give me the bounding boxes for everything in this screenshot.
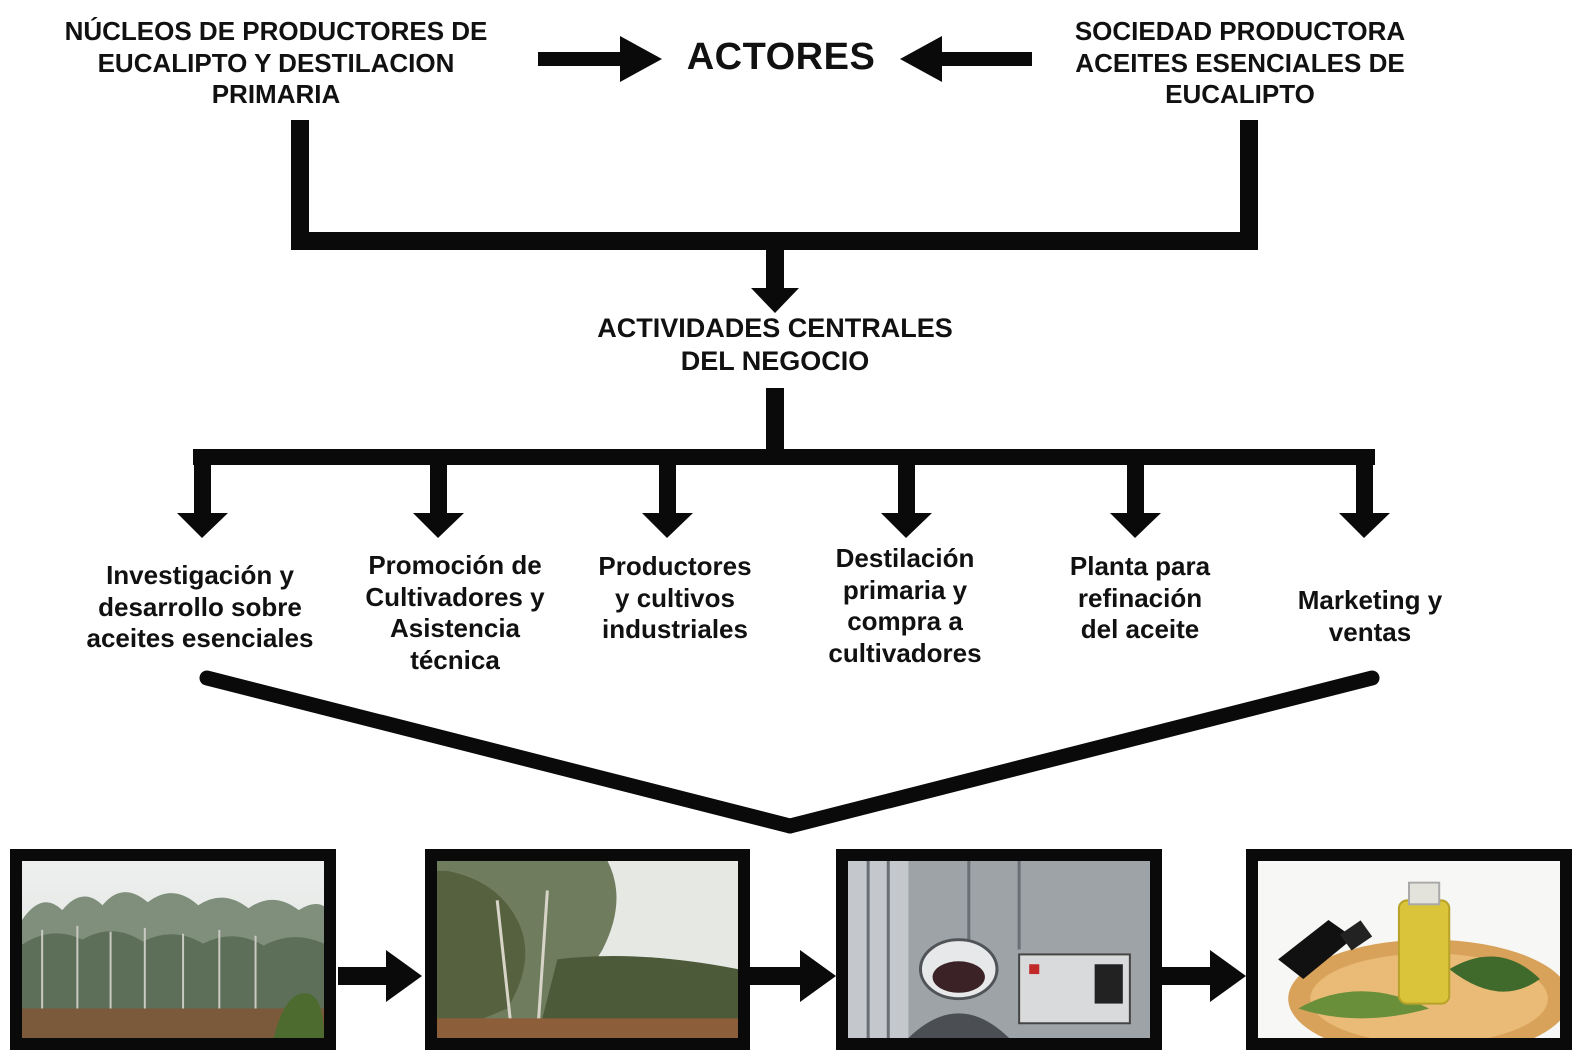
- core-activities-label: ACTIVIDADES CENTRALES DEL NEGOCIO: [597, 313, 953, 376]
- arrow-head-down-1: [177, 513, 228, 538]
- arrow-shaft-left-to-title: [538, 52, 624, 66]
- drop-6: [1356, 449, 1373, 515]
- connector-left-vertical: [291, 120, 309, 248]
- actor-right-label: SOCIEDAD PRODUCTORA ACEITES ESENCIALES D…: [1074, 16, 1406, 110]
- funnel-line-right: [782, 670, 1380, 834]
- eucalyptus-forest-photo: [10, 849, 336, 1050]
- photo-arrow-shaft-2: [750, 967, 802, 985]
- activity-label-1: Investigación y desarrollo sobre aceites…: [86, 560, 314, 654]
- activity-label-2: Promoción de Cultivadores y Asistencia t…: [365, 550, 545, 676]
- funnel-line-left: [199, 670, 798, 834]
- activity-label-5: Planta para refinación del aceite: [1069, 551, 1211, 645]
- photo-arrow-head-1: [386, 950, 422, 1002]
- activity-label-3: Productores y cultivos industriales: [598, 551, 752, 645]
- arrow-head-down-3: [642, 513, 693, 538]
- connector-right-vertical: [1240, 120, 1258, 248]
- arrow-head-down-core: [751, 288, 799, 313]
- arrow-shaft-right-to-title: [940, 52, 1032, 66]
- photo-arrow-shaft-3: [1162, 967, 1212, 985]
- essential-oil-bottle-photo: [1246, 849, 1572, 1050]
- photo-arrow-head-2: [800, 950, 836, 1002]
- distillation-lab-photo: [836, 849, 1162, 1050]
- arrow-head-down-4: [881, 513, 932, 538]
- connector-horizontal-top: [291, 232, 1258, 250]
- actor-left-label: NÚCLEOS DE PRODUCTORES DE EUCALIPTO Y DE…: [64, 16, 488, 110]
- drop-1: [194, 449, 211, 515]
- drop-2: [430, 449, 447, 515]
- activity-label-4: Destilación primaria y compra a cultivad…: [828, 543, 982, 669]
- photo-arrow-head-3: [1210, 950, 1246, 1002]
- connector-center-down: [766, 250, 784, 290]
- arrow-head-left: [900, 36, 942, 82]
- drop-3: [659, 449, 676, 515]
- photo-arrow-shaft-1: [338, 967, 388, 985]
- drop-4: [898, 449, 915, 515]
- activity-label-6: Marketing y ventas: [1297, 585, 1443, 647]
- connector-core-down: [766, 388, 784, 454]
- arrow-head-down-2: [413, 513, 464, 538]
- connector-branch-horizontal: [193, 449, 1375, 465]
- arrow-head-down-5: [1110, 513, 1161, 538]
- eucalyptus-trees-photo: [425, 849, 750, 1050]
- arrow-head-down-6: [1339, 513, 1390, 538]
- arrow-head-right: [620, 36, 662, 82]
- diagram-title: ACTORES: [686, 36, 876, 78]
- drop-5: [1127, 449, 1144, 515]
